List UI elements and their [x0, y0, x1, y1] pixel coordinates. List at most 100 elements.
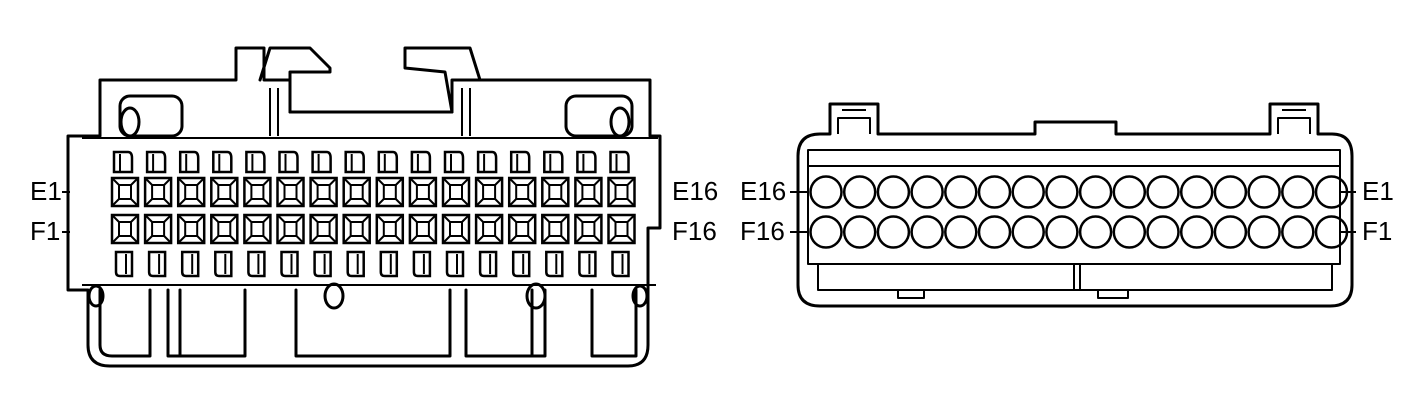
left-terminal-e3 — [176, 176, 206, 208]
left-terminal-bevel — [276, 177, 305, 207]
left-terminal-e14 — [541, 176, 570, 208]
left-terminal-f1 — [110, 213, 140, 245]
left-ear-hole-right — [609, 106, 631, 138]
left-bottom-slot — [478, 250, 498, 278]
left-terminal-inner — [118, 184, 132, 200]
left-key-notch-1 — [323, 282, 345, 310]
left-terminal-bevel — [541, 214, 570, 244]
left-terminal-inner — [482, 184, 497, 200]
left-terminal-e2 — [143, 176, 173, 208]
left-terminal-f12 — [474, 213, 504, 245]
right-cavity-f14 — [876, 215, 911, 249]
left-terminal-bevel — [442, 214, 470, 244]
left-bottom-slot — [114, 250, 134, 278]
left-terminal-inner — [382, 221, 397, 237]
left-terminal-f2 — [143, 213, 173, 245]
left-top-slot — [212, 150, 233, 174]
left-terminal-e10 — [408, 176, 438, 208]
right-label-f16: F16 — [740, 216, 785, 246]
right-tab-left-inner — [837, 117, 871, 134]
left-terminal-bevel — [243, 214, 272, 244]
left-terminal-bevel — [144, 214, 172, 244]
left-terminal-bevel — [309, 214, 338, 244]
right-label-f1: F1 — [1362, 216, 1392, 246]
left-terminal-f4 — [210, 213, 239, 245]
left-bottom-slot — [280, 250, 299, 278]
left-bottom-slot — [147, 250, 167, 278]
left-terminal-e8 — [342, 176, 371, 208]
left-terminal-bevel — [475, 177, 503, 207]
left-bottom-slot — [346, 250, 365, 278]
left-key-4 — [464, 288, 547, 358]
left-terminal-bevel — [508, 177, 536, 207]
left-key-3 — [294, 288, 452, 358]
left-terminal-inner — [217, 221, 232, 237]
right-cavity-e8 — [1078, 175, 1113, 209]
left-terminal-inner — [415, 184, 430, 200]
left-terminal-bevel — [508, 214, 536, 244]
left-top-slot — [476, 150, 498, 174]
right-cavity-e13 — [910, 175, 944, 209]
left-label-f16: F16 — [672, 216, 717, 246]
left-key-notch-3 — [87, 284, 105, 308]
left-terminal-inner — [548, 184, 563, 200]
left-key-1 — [98, 288, 152, 358]
left-terminal-inner — [184, 184, 199, 200]
left-terminal-bevel — [144, 177, 172, 207]
left-bottom-slot — [214, 250, 233, 278]
left-terminal-f8 — [342, 213, 371, 245]
left-terminal-inner — [515, 184, 530, 200]
right-cavity-e9 — [1045, 175, 1079, 209]
left-bottom-slot — [379, 250, 399, 278]
right-cavity-f5 — [1179, 215, 1214, 249]
left-terminal-bevel — [276, 214, 305, 244]
left-terminal-inner — [151, 184, 166, 200]
left-terminal-f7 — [309, 213, 338, 245]
left-terminal-inner — [250, 221, 265, 237]
left-top-slot — [245, 150, 266, 174]
left-key-notch-4 — [631, 284, 649, 308]
left-terminal-inner — [217, 184, 232, 200]
left-terminal-inner — [349, 221, 364, 237]
left-top-slot — [410, 150, 432, 174]
left-bottom-slot — [313, 250, 332, 278]
right-connector-body — [796, 102, 1354, 308]
left-terminal-e5 — [243, 176, 272, 208]
left-top-slot — [344, 150, 365, 174]
right-cavity-f8 — [1078, 215, 1113, 249]
left-terminal-inner — [349, 184, 364, 200]
right-inner-frame — [807, 149, 1341, 265]
left-terminal-inner — [382, 184, 397, 200]
left-terminal-grid — [110, 150, 636, 278]
right-cavity-e11 — [977, 175, 1012, 209]
left-key-5 — [590, 288, 638, 358]
left-terminal-f10 — [408, 213, 438, 245]
right-cavity-f3 — [1247, 215, 1281, 249]
left-terminal-inner — [449, 221, 463, 237]
left-terminal-inner — [283, 221, 298, 237]
left-terminal-inner — [184, 221, 199, 237]
left-ear-left — [118, 94, 184, 138]
left-terminal-f6 — [276, 213, 305, 245]
left-top-slot — [543, 150, 564, 174]
right-cavity-f13 — [910, 215, 944, 249]
left-terminal-inner — [250, 184, 265, 200]
left-label-e1: E1 — [30, 176, 62, 206]
left-terminal-bevel — [177, 177, 205, 207]
left-terminal-bevel — [409, 214, 437, 244]
right-cavity-f9 — [1045, 215, 1079, 249]
left-terminal-inner — [316, 184, 331, 200]
left-terminal-bevel — [475, 214, 503, 244]
left-top-slot — [443, 150, 465, 174]
right-tab-right-inner — [1277, 117, 1311, 134]
right-cavity-e4 — [1213, 175, 1248, 209]
left-terminal-bevel — [210, 214, 239, 244]
left-terminal-f9 — [375, 213, 405, 245]
left-terminal-inner — [283, 184, 298, 200]
right-cavity-f12 — [944, 215, 978, 249]
left-terminal-bevel — [607, 214, 636, 244]
left-terminal-e9 — [375, 176, 405, 208]
left-top-slot — [509, 150, 531, 174]
right-foot-1 — [897, 289, 925, 299]
left-terminal-bevel — [607, 177, 636, 207]
